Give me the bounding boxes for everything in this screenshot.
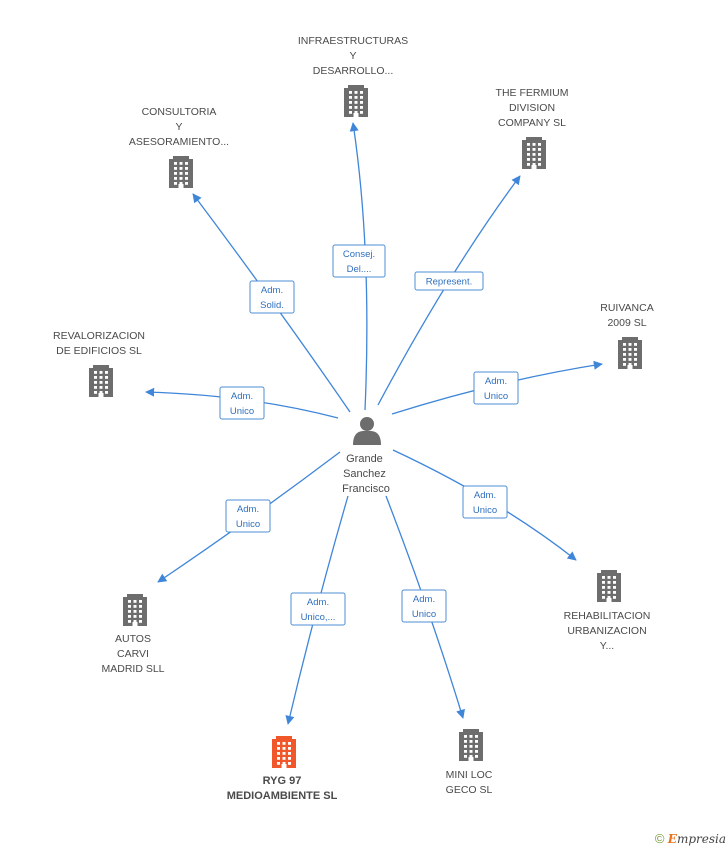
edge-label-text: Unico (473, 505, 497, 516)
edge-label-box (219, 386, 265, 420)
company-node-ruivanca[interactable]: RUIVANCA 2009 SL (600, 302, 654, 369)
edge-label-text: Adm. (474, 490, 496, 501)
edge-label-text: Adm. (261, 285, 283, 296)
building-icon-highlighted (272, 736, 296, 768)
edge-label-text: Del.... (347, 264, 372, 275)
company-name-line: RYG 97 (263, 775, 302, 787)
company-node-fermium[interactable]: THE FERMIUM DIVISION COMPANY SL (496, 87, 569, 169)
edge-label-consultoria[interactable]: Adm. Solid. (249, 280, 295, 314)
company-name-line: URBANIZACION (567, 625, 646, 637)
brand-logo[interactable]: Empresia (667, 832, 726, 846)
company-name-line: MINI LOC (446, 769, 493, 781)
edge-label-miniloc[interactable]: Adm. Unico (401, 589, 447, 623)
edges-layer (145, 122, 603, 725)
company-name-line: DIVISION (509, 102, 555, 114)
company-name-line: THE FERMIUM (496, 87, 569, 99)
edge-label-box (225, 499, 271, 533)
edge-label-box (332, 244, 386, 278)
company-name-line: DE EDIFICIOS SL (56, 345, 142, 357)
building-icon (123, 594, 147, 626)
edge-labels-layer: Consej. Del.... Represent. Adm. Solid. Adm. Un… (219, 244, 519, 626)
edge-label-text: Unico (230, 406, 254, 417)
company-node-revalorizacion[interactable]: REVALORIZACION DE EDIFICIOS SL (53, 330, 145, 397)
edge-label-text: Adm. (231, 391, 253, 402)
company-name-line: Y (175, 121, 182, 133)
company-name-line: Y... (600, 640, 614, 652)
edge-label-infra[interactable]: Consej. Del.... (332, 244, 386, 278)
copyright-symbol: © (654, 831, 665, 846)
company-name-line: GECO SL (446, 784, 493, 796)
building-icon (169, 156, 193, 188)
edge-label-autos[interactable]: Adm. Unico (225, 499, 271, 533)
person-name: Grande Sanchez Francisco (342, 453, 390, 495)
edge-label-text: Unico,... (301, 612, 336, 623)
building-icon (344, 85, 368, 117)
edge-label-box (414, 271, 484, 291)
company-name-line: Y (349, 50, 356, 62)
edge-label-text: Unico (484, 391, 508, 402)
company-name-line: MADRID SLL (101, 663, 164, 675)
edge-label-box (473, 371, 519, 405)
edge-label-text: Represent. (426, 277, 472, 288)
company-name-line: REVALORIZACION (53, 330, 145, 342)
company-name-line: MEDIOAMBIENTE SL (227, 790, 338, 802)
edge-label-box (290, 592, 346, 626)
company-node-consultoria[interactable]: CONSULTORIA Y ASESORAMIENTO... (129, 106, 229, 188)
edge-label-ruivanca[interactable]: Adm. Unico (473, 371, 519, 405)
edge-label-revalorizacion[interactable]: Adm. Unico (219, 386, 265, 420)
edge-label-text: Adm. (413, 594, 435, 605)
edge-label-text: Solid. (260, 300, 284, 311)
brand-footer: © Empresia (655, 831, 726, 846)
building-icon (522, 137, 546, 169)
company-node-miniloc[interactable]: MINI LOC GECO SL (446, 729, 493, 796)
edge-label-box (401, 589, 447, 623)
company-node-infra[interactable]: INFRAESTRUCTURAS Y DESARROLLO... (298, 35, 408, 117)
company-name-line: COMPANY SL (498, 117, 566, 129)
edge-label-text: Adm. (485, 376, 507, 387)
edge-label-text: Adm. (307, 597, 329, 608)
company-name-line: DESARROLLO... (313, 65, 394, 77)
edge-label-text: Unico (412, 609, 436, 620)
edge-label-text: Adm. (237, 504, 259, 515)
company-node-rehabilitacion[interactable]: REHABILITACION URBANIZACION Y... (564, 570, 651, 652)
company-name-line: 2009 SL (607, 317, 646, 329)
building-icon (597, 570, 621, 602)
company-name-line: INFRAESTRUCTURAS (298, 35, 408, 47)
person-icon (353, 417, 381, 445)
company-node-autos[interactable]: AUTOS CARVI MADRID SLL (101, 594, 165, 675)
company-name-line: RUIVANCA (600, 302, 653, 314)
edge-label-rehabilitacion[interactable]: Adm. Unico (462, 485, 508, 519)
company-name-line: ASESORAMIENTO... (129, 136, 229, 148)
company-name-line: AUTOS (115, 633, 151, 645)
edge-label-box (462, 485, 508, 519)
building-icon (618, 337, 642, 369)
building-icon (89, 365, 113, 397)
nodes-layer: INFRAESTRUCTURAS Y DESARROLLO... THE FERMIU… (53, 35, 654, 802)
center-person[interactable]: Grande Sanchez Francisco (342, 417, 390, 495)
company-node-ryg[interactable]: RYG 97 MEDIOAMBIENTE SL (227, 736, 338, 802)
company-name-line: REHABILITACION (564, 610, 651, 622)
edge-label-ryg[interactable]: Adm. Unico,... (290, 592, 346, 626)
company-name-line: CONSULTORIA (142, 106, 217, 118)
edge-label-text: Unico (236, 519, 260, 530)
company-name-line: CARVI (117, 648, 149, 660)
edge-label-text: Consej. (343, 249, 375, 260)
edge-label-box (249, 280, 295, 314)
building-icon (459, 729, 483, 761)
edge-label-fermium[interactable]: Represent. (414, 271, 484, 291)
